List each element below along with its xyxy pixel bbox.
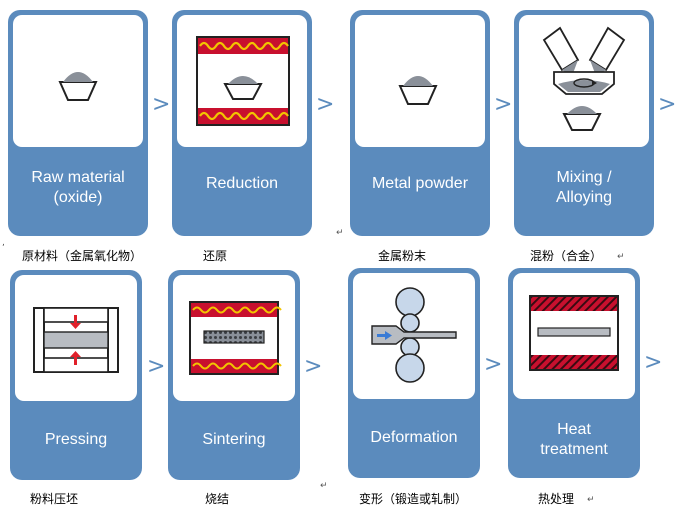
step-card-mixing-alloying: Mixing / Alloying [514,10,654,236]
step-label: Deformation [370,429,458,446]
reduction-furnace-icon [196,36,290,126]
step-label: Metal powder [371,175,469,192]
sintering-furnace-icon [189,301,282,375]
step-label: Reduction [205,175,279,192]
step-caption: 还原 [203,249,228,263]
paragraph-mark: ↵ [587,495,595,505]
step-card-metal-powder: Metal powder [350,10,490,236]
flow-arrow: > [304,354,323,379]
paragraph-mark: ↵ [336,228,344,238]
heat-treatment-furnace-icon [529,295,619,371]
step-label: Heat treatment [540,421,608,458]
flow-arrow: > [316,92,335,117]
press-die-icon [33,307,119,373]
step-card-pressing: Pressing [10,270,142,480]
powder-bowl-icon [398,76,438,105]
paragraph-mark: ↵ [320,481,328,491]
step-caption: 混粉（合金） [530,249,603,263]
step-card-reduction: Reduction [172,10,312,236]
step-card-raw-material: Raw material (oxide) [8,10,148,236]
step-card-sintering: Sintering [168,270,300,480]
step-caption: 金属粉末 [378,249,427,263]
flow-arrow: > [658,92,677,117]
mixer-icon [542,26,626,131]
step-label: Pressing [44,431,108,448]
rolling-mill-icon [371,287,457,383]
flow-arrow: > [484,352,503,377]
step-caption: 烧结 [205,492,230,506]
flow-arrow: > [644,350,663,375]
step-caption: 原材料（金属氧化物） [22,249,143,263]
step-label: Sintering [202,431,266,448]
left-mark: , [2,238,5,248]
step-label: Mixing / Alloying [555,169,613,206]
step-caption: 变形（锻造或轧制） [359,492,468,506]
flow-arrow: > [152,92,171,117]
step-card-deformation: Deformation [348,268,480,478]
flow-arrow: > [494,92,513,117]
step-caption: 粉料压坯 [30,492,79,506]
powder-bowl-icon [58,72,98,101]
flow-arrow: > [147,354,166,379]
step-card-heat-treatment: Heat treatment [508,268,640,478]
paragraph-mark: ↵ [617,252,625,262]
step-label: Raw material (oxide) [31,169,125,206]
step-caption: 热处理 [538,492,575,506]
